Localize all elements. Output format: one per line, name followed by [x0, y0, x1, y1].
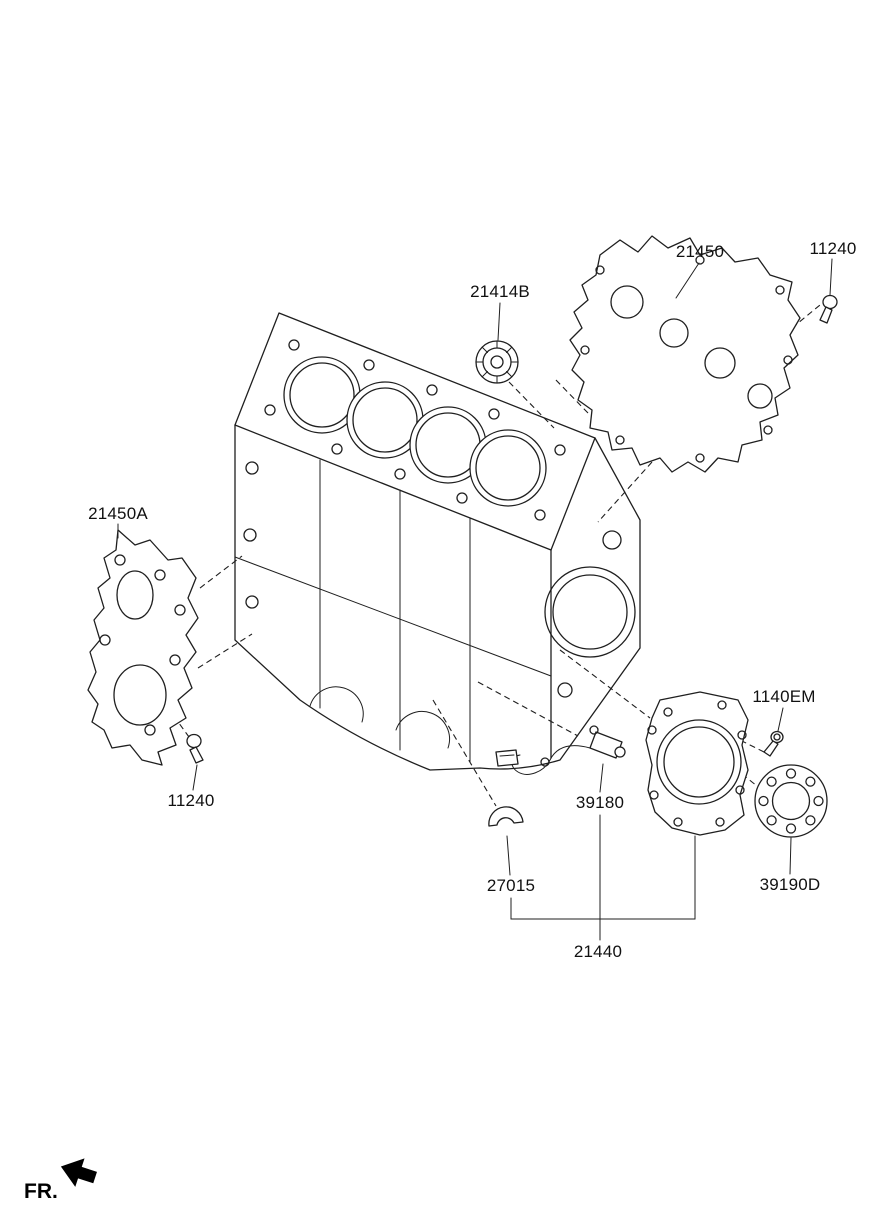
part-label-1140em: 1140EM	[752, 687, 816, 706]
part-21414b	[475, 340, 519, 384]
part-27015	[488, 806, 524, 827]
fr-direction-arrow-icon	[60, 1158, 97, 1187]
part-21450a	[87, 529, 199, 766]
label-leader-lines	[117, 258, 833, 876]
part-11240-bottom	[186, 733, 204, 764]
part-label-27015: 27015	[486, 876, 536, 895]
part-label-11240-top: 11240	[809, 239, 857, 258]
part-39190d	[754, 764, 828, 838]
fr-direction-label: FR.	[24, 1180, 58, 1203]
part-label-39190d: 39190D	[759, 875, 821, 894]
part-label-39180: 39180	[575, 793, 625, 812]
part-label-21440: 21440	[573, 942, 623, 961]
part-21450	[569, 235, 801, 473]
engine-block-drawing	[234, 312, 641, 771]
part-label-21450: 21450	[675, 242, 725, 261]
part-1140em	[763, 730, 784, 757]
part-label-21414b: 21414B	[470, 282, 530, 301]
part-11240-top	[819, 294, 838, 324]
part-21440-carrier	[645, 691, 749, 836]
part-label-21450a: 21450A	[88, 504, 148, 523]
part-39180	[495, 725, 626, 775]
label-bracket-21440	[510, 814, 696, 941]
part-label-11240-bottom: 11240	[167, 791, 215, 810]
